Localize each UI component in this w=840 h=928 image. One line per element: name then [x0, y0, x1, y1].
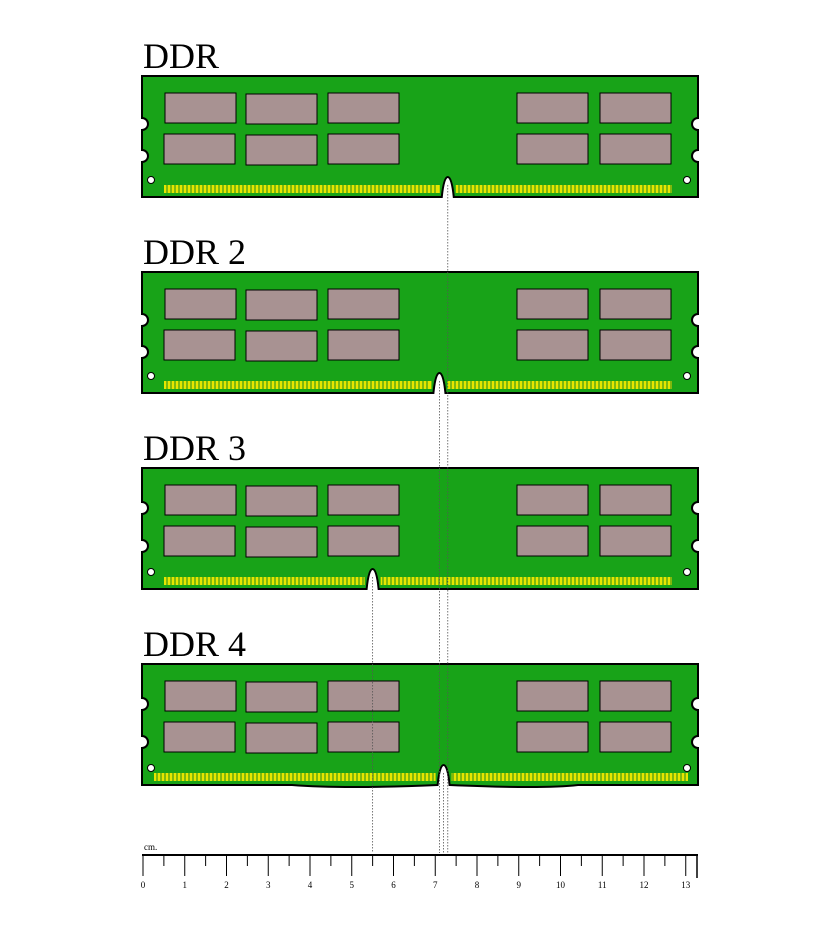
memory-chip: [516, 525, 589, 557]
ddr3-title: DDR 3: [143, 428, 247, 468]
memory-chip: [599, 484, 672, 516]
gold-contacts-left: [164, 577, 365, 585]
ruler-tick-label: 2: [224, 880, 229, 890]
memory-chip: [599, 680, 672, 712]
ruler-tick-label: 13: [681, 880, 691, 890]
gold-contacts-left: [154, 773, 436, 781]
memory-chip: [163, 721, 236, 753]
memory-chip: [164, 484, 237, 516]
ruler-tick-label: 9: [517, 880, 522, 890]
memory-chip: [599, 288, 672, 320]
mounting-hole: [683, 176, 691, 184]
memory-chip: [516, 133, 589, 165]
gold-contacts-left: [164, 185, 440, 193]
memory-chip: [163, 525, 236, 557]
memory-chip: [599, 92, 672, 124]
memory-chip: [327, 680, 400, 712]
memory-chip: [245, 93, 318, 125]
gold-contacts-right: [451, 773, 688, 781]
ruler-tick-label: 11: [598, 880, 607, 890]
memory-chip: [516, 721, 589, 753]
gold-contacts-right: [447, 381, 672, 389]
ruler-tick-label: 7: [433, 880, 438, 890]
mounting-hole: [147, 764, 155, 772]
memory-chip: [164, 92, 237, 124]
mounting-hole: [683, 568, 691, 576]
memory-chip: [245, 134, 318, 166]
ruler-unit-label: cm.: [144, 842, 157, 852]
ruler-tick-label: 4: [308, 880, 313, 890]
mounting-hole: [147, 176, 155, 184]
ruler-tick-label: 12: [640, 880, 649, 890]
ruler-tick-label: 3: [266, 880, 271, 890]
memory-module-2: [141, 271, 699, 394]
memory-chip: [516, 329, 589, 361]
ruler-tick-label: 10: [556, 880, 566, 890]
memory-chip: [327, 721, 400, 753]
mounting-hole: [683, 372, 691, 380]
memory-chip: [245, 485, 318, 517]
memory-module-4: [141, 663, 699, 788]
memory-module-1: [141, 75, 699, 198]
ruler-tick-label: 0: [141, 880, 146, 890]
memory-chip: [164, 288, 237, 320]
gold-contacts-right: [380, 577, 672, 585]
memory-chip: [164, 680, 237, 712]
ddr4-title: DDR 4: [143, 624, 247, 664]
memory-module-3: [141, 467, 699, 590]
gold-contacts-left: [164, 381, 432, 389]
memory-chip: [516, 288, 589, 320]
memory-chip: [245, 681, 318, 713]
memory-chip: [599, 133, 672, 165]
ddr2-title: DDR 2: [143, 232, 247, 272]
memory-chip: [163, 133, 236, 165]
mounting-hole: [147, 372, 155, 380]
memory-chip: [327, 329, 400, 361]
memory-chip: [599, 721, 672, 753]
ruler-tick-label: 6: [391, 880, 396, 890]
memory-chip: [245, 289, 318, 321]
gold-contacts-right: [455, 185, 672, 193]
memory-chip: [245, 526, 318, 558]
memory-chip: [516, 92, 589, 124]
memory-chip: [599, 525, 672, 557]
memory-chip: [327, 92, 400, 124]
memory-chip: [599, 329, 672, 361]
memory-chip: [516, 680, 589, 712]
memory-chip: [516, 484, 589, 516]
memory-chip: [245, 330, 318, 362]
memory-chip: [327, 525, 400, 557]
ruler-tick-label: 1: [183, 880, 188, 890]
memory-chip: [163, 329, 236, 361]
memory-chip: [327, 484, 400, 516]
memory-chip: [245, 722, 318, 754]
mounting-hole: [683, 764, 691, 772]
ruler-tick-label: 5: [350, 880, 355, 890]
ruler-tick-label: 8: [475, 880, 480, 890]
memory-chip: [327, 288, 400, 320]
ddr-title: DDR: [143, 36, 220, 76]
mounting-hole: [147, 568, 155, 576]
memory-chip: [327, 133, 400, 165]
